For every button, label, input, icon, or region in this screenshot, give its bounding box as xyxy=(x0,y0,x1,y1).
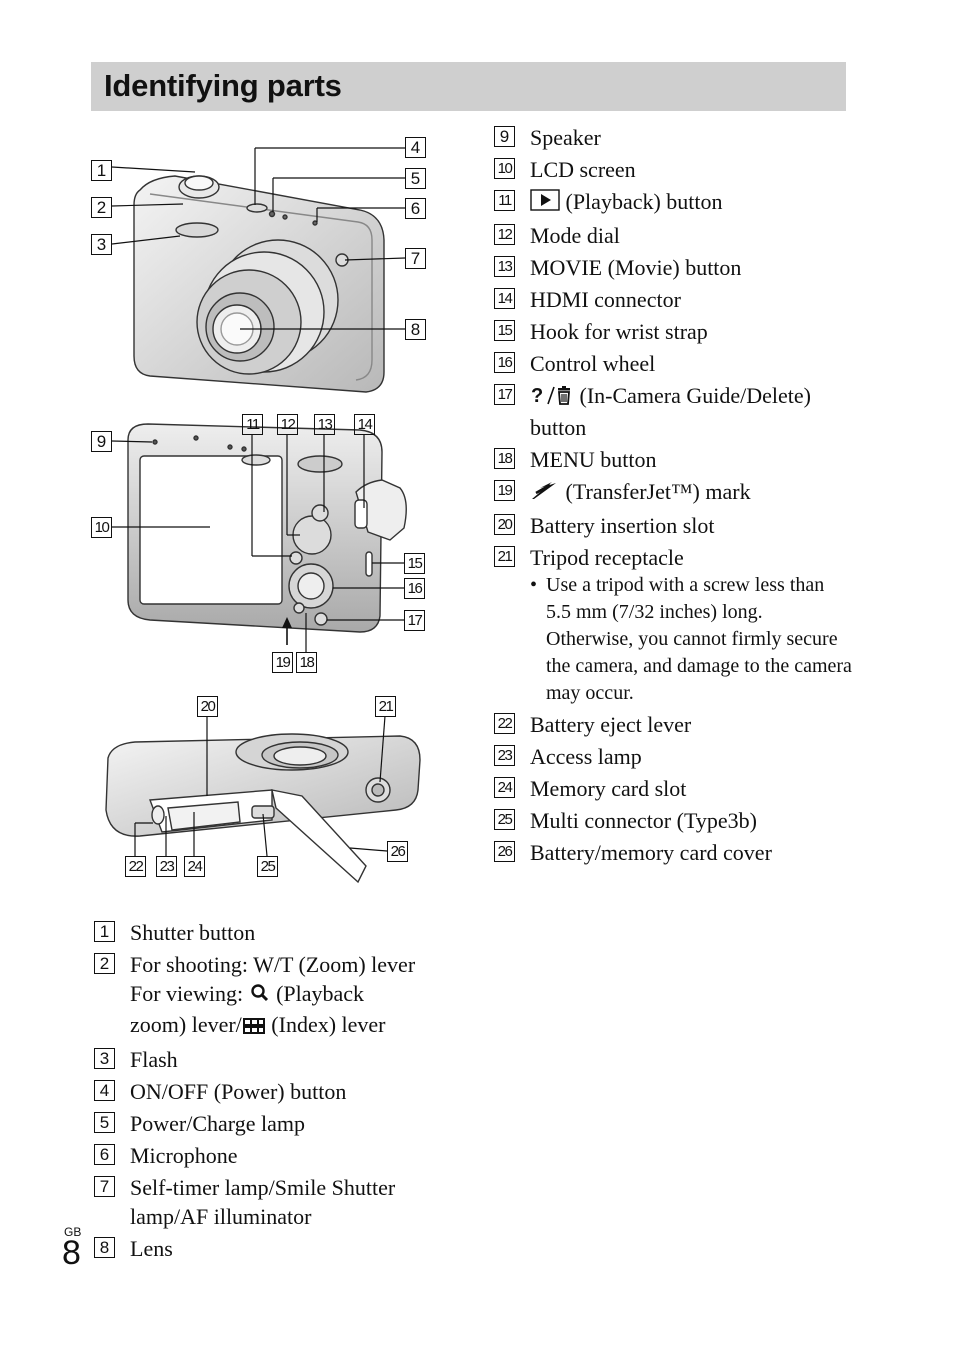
transferjet-icon xyxy=(530,479,560,508)
callout-26: 26 xyxy=(387,838,408,862)
callout-10: 10 xyxy=(91,514,112,538)
guide-delete-icon: ? xyxy=(530,384,574,413)
callout-17: 17 xyxy=(404,607,425,631)
callout-22: 22 xyxy=(125,853,146,877)
callout-5: 5 xyxy=(405,165,426,189)
list-item: 19 (TransferJet™) mark xyxy=(494,477,854,508)
callout-1: 1 xyxy=(91,157,112,181)
camera-bottom-view xyxy=(105,733,421,884)
page-number: 8 xyxy=(62,1234,81,1272)
callout-25: 25 xyxy=(257,853,278,877)
callout-15: 15 xyxy=(404,550,425,574)
callout-20: 20 xyxy=(197,693,218,717)
callout-2: 2 xyxy=(91,194,112,218)
callout-12: 12 xyxy=(277,411,298,435)
callout-19: 19 xyxy=(272,649,293,673)
camera-back-view xyxy=(127,423,407,633)
playback-icon xyxy=(530,189,560,218)
callout-21: 21 xyxy=(375,693,396,717)
tripod-note: •Use a tripod with a screw less than 5.5… xyxy=(530,574,852,705)
bullet-icon: • xyxy=(530,574,538,597)
callout-18: 18 xyxy=(296,649,317,673)
magnifier-icon xyxy=(249,981,271,1010)
callout-24: 24 xyxy=(184,853,205,877)
svg-text:?: ? xyxy=(531,385,543,406)
list-item: 17 ? (In-Camera Guide/Delete) button xyxy=(494,381,854,441)
section-title-bar: Identifying parts xyxy=(91,62,846,111)
camera-front-view xyxy=(133,175,385,393)
callout-9: 9 xyxy=(91,428,112,452)
callout-7: 7 xyxy=(405,245,426,269)
callout-4: 4 xyxy=(405,134,426,158)
callout-6: 6 xyxy=(405,195,426,219)
page-region-label: GB xyxy=(64,1225,82,1239)
callout-13: 13 xyxy=(314,411,335,435)
index-grid-icon xyxy=(242,1013,266,1042)
callout-11: 11 xyxy=(242,411,263,435)
page-title: Identifying parts xyxy=(104,68,342,103)
list-item: 2 For shooting: W/T (Zoom) lever For vie… xyxy=(94,950,454,1042)
callout-8: 8 xyxy=(405,316,426,340)
callout-3: 3 xyxy=(91,231,112,255)
list-item: 11 (Playback) button xyxy=(494,187,854,218)
callout-16: 16 xyxy=(404,575,425,599)
callout-23: 23 xyxy=(156,853,177,877)
callout-14: 14 xyxy=(354,411,375,435)
